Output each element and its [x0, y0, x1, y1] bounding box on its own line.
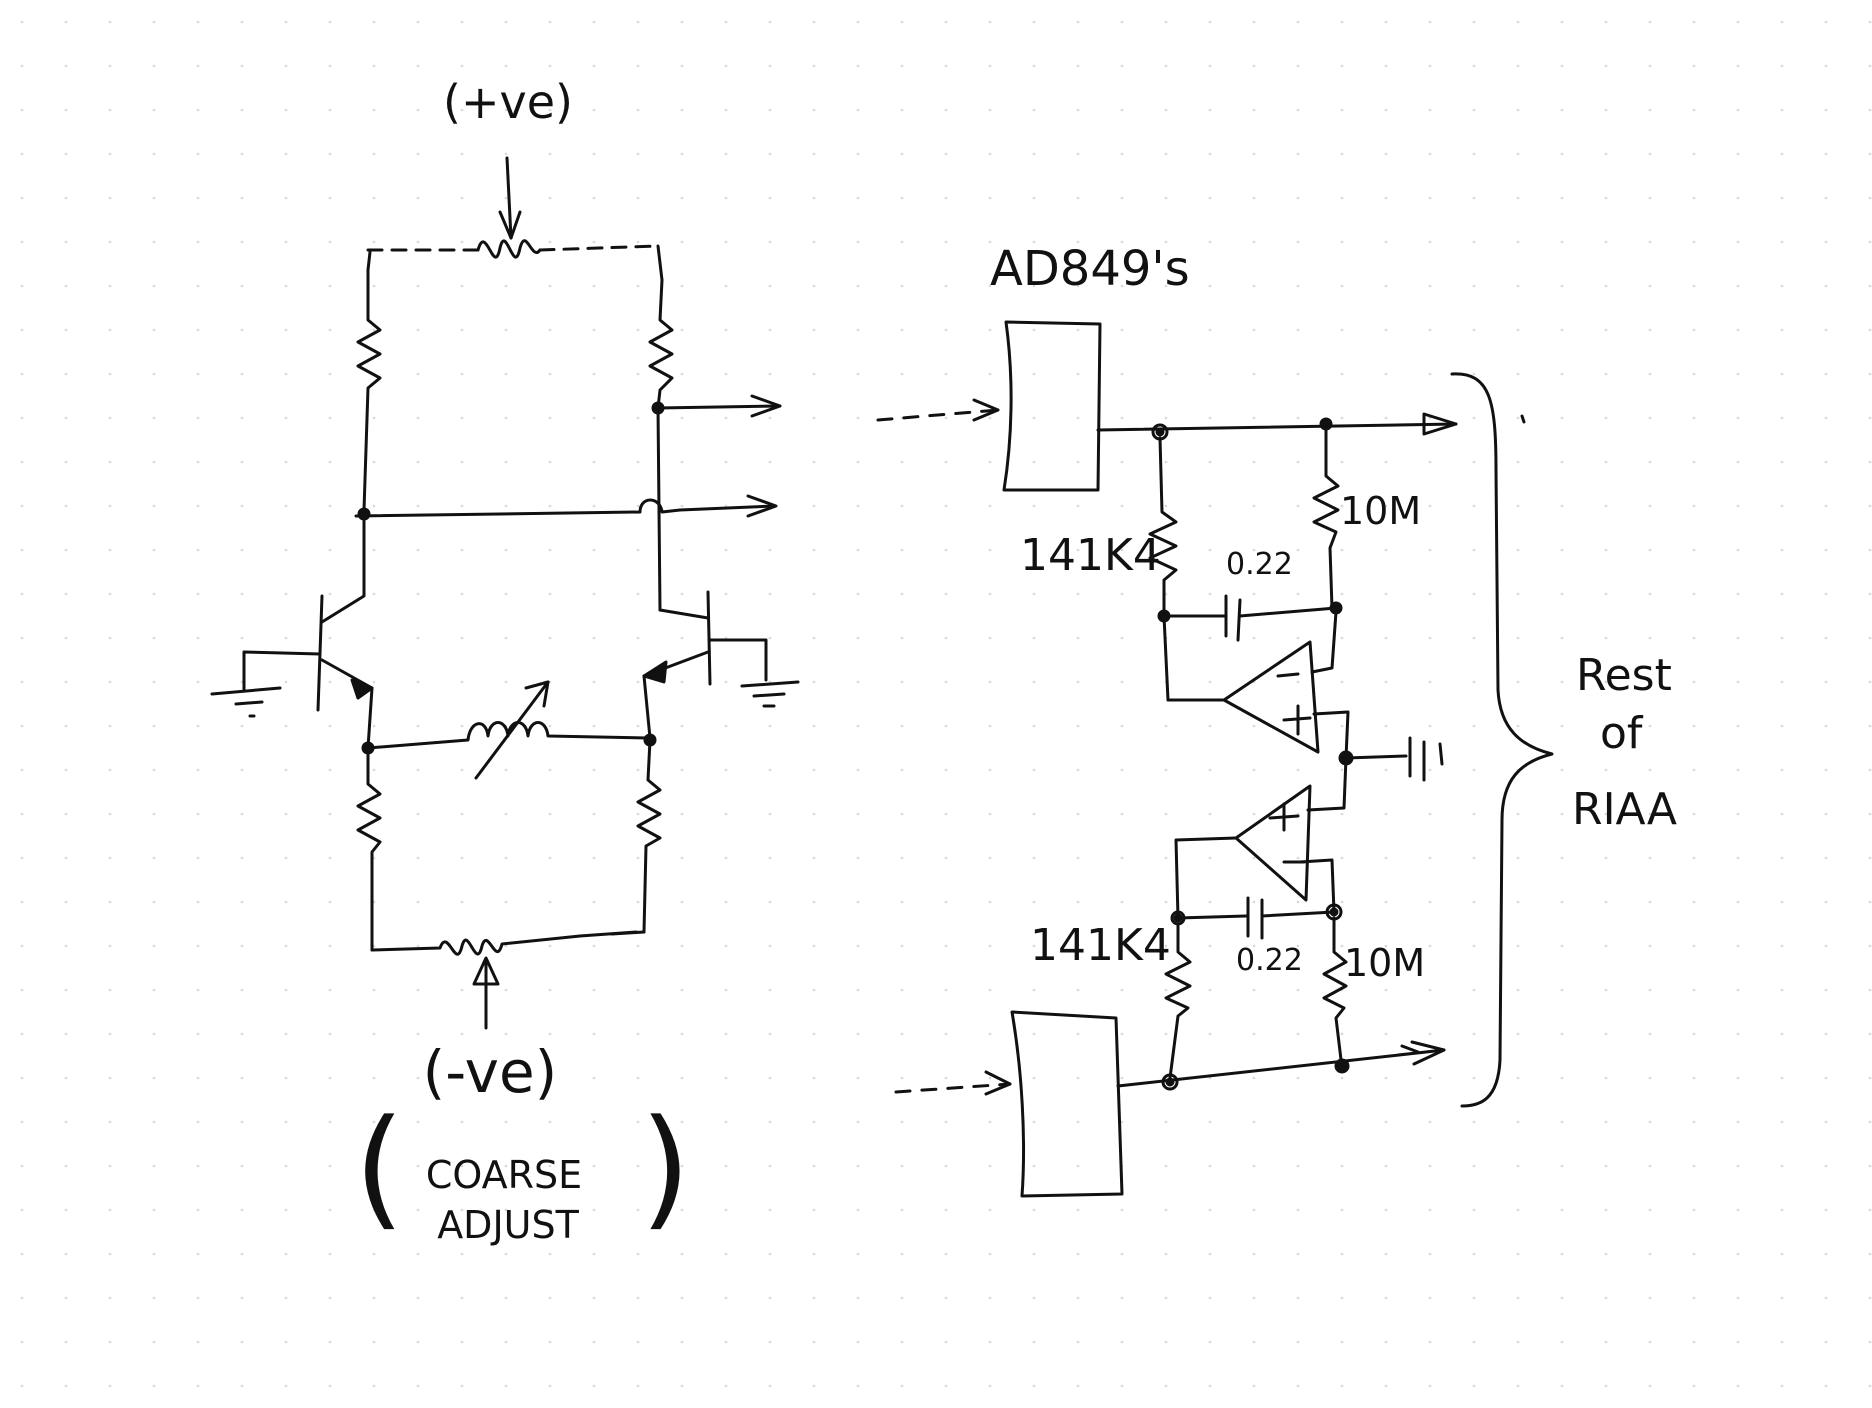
output-2-arrowhead	[746, 494, 778, 518]
dot-grid	[20, 20, 1872, 1388]
left-emitter-resistor	[356, 746, 382, 952]
left-emitter-arrow	[350, 678, 374, 700]
bottom-10m-label: 10M	[1344, 941, 1425, 985]
pos-supply-label: (+ve)	[443, 75, 573, 129]
top-10m-resistor	[1312, 426, 1340, 610]
output-1-arrowhead	[750, 394, 782, 418]
node-bottom-cap-right-dot	[1329, 907, 1339, 917]
top-output-arrowhead	[1422, 412, 1458, 436]
top-opamp-feedback	[1162, 614, 1226, 702]
variable-inductor-arrow	[474, 680, 550, 780]
right-collector-wire	[656, 406, 662, 612]
right-load-resistor	[648, 278, 674, 410]
node-bottom-cap-left-dot	[1173, 913, 1183, 923]
right-transistor-collector	[658, 608, 710, 620]
bottom-rail-cap	[610, 930, 646, 936]
pos-supply-arrowhead	[498, 210, 522, 240]
bottom-opamp-out-link	[1298, 858, 1336, 914]
neg-supply-label: (-ve)	[423, 1038, 558, 1106]
output-1-wire	[656, 404, 782, 410]
bottom-opamp-plus	[1268, 802, 1300, 832]
right-transistor-base	[706, 590, 712, 686]
bias-cap-wire	[1344, 754, 1408, 760]
of-label: of	[1600, 708, 1644, 759]
top-rail-corner-left	[366, 250, 372, 272]
amp-part-label: AD849's	[990, 241, 1190, 297]
top-141k4-resistor	[1148, 436, 1178, 618]
rest-label: Rest	[1576, 650, 1672, 701]
top-opamp	[1222, 640, 1320, 754]
rest-of-riaa-brace	[1450, 372, 1554, 1108]
top-opamp-plus-link	[1312, 710, 1350, 760]
top-output-wire	[1096, 422, 1458, 432]
bottom-opamp	[1234, 784, 1312, 902]
right-ground-symbol	[740, 680, 800, 708]
bottom-141k4-label: 141K4	[1030, 920, 1171, 971]
bottom-rail	[370, 930, 638, 956]
coarse-adjust-open-paren: (	[354, 1091, 405, 1243]
coarse-label: COARSE	[426, 1153, 582, 1197]
top-cap-wire-right	[1238, 606, 1338, 618]
right-emitter-resistor	[636, 738, 662, 934]
bias-cap-ground	[1438, 742, 1444, 766]
bottom-amp-input-arrowhead	[984, 1070, 1012, 1096]
right-base-lead	[708, 638, 768, 682]
riaa-label: RIAA	[1572, 784, 1677, 835]
bottom-amp-input-arrow	[894, 1082, 1012, 1094]
variable-inductor-arrowhead	[524, 680, 550, 708]
top-trim-pot-zigzag	[476, 239, 542, 259]
top-rail-right	[538, 244, 660, 252]
pos-supply-wire	[505, 156, 513, 240]
labels: (+ve) (-ve) ( COARSE ADJUST ) AD849's 14…	[354, 75, 1677, 1247]
node-bottom-b	[1334, 1058, 1350, 1074]
left-base-lead	[242, 650, 322, 692]
bottom-cap-wire-left	[1176, 914, 1248, 920]
left-transistor-collector	[320, 514, 366, 624]
top-amp-input-arrowhead	[972, 398, 1000, 422]
top-cap-plate-2	[1236, 598, 1242, 642]
node-bottom-a	[1161, 1073, 1179, 1091]
bottom-output-arrowhead	[1410, 1040, 1446, 1066]
node-bottom-a-dot	[1165, 1077, 1175, 1087]
node-top-a-dot	[1155, 427, 1165, 437]
bottom-amp-block	[1010, 1010, 1124, 1198]
bottom-opamp-feedback	[1174, 836, 1238, 920]
left-ground-symbol	[210, 686, 282, 718]
right-emitter-lead	[642, 674, 652, 740]
stray-mark	[1520, 414, 1526, 424]
cross-link-wire	[354, 498, 777, 518]
top-amp-block	[1002, 320, 1102, 492]
left-emitter-lead	[366, 686, 374, 750]
bottom-output-tick	[1400, 1044, 1420, 1054]
top-opamp-minus	[1276, 672, 1300, 678]
top-amp-input-arrow	[876, 408, 1000, 422]
neg-supply-arrowhead	[472, 956, 500, 986]
bottom-cap-wire-right	[1260, 910, 1336, 918]
bottom-141k4-resistor	[1164, 922, 1192, 1080]
right-emitter-arrow	[642, 660, 668, 684]
top-rail-corner-right	[656, 244, 664, 282]
top-141k4-label: 141K4	[1020, 530, 1161, 581]
left-load-resistor	[356, 268, 382, 512]
coarse-adjust-close-paren: )	[640, 1091, 691, 1243]
bottom-opamp-plus-link	[1306, 756, 1348, 812]
adjust-label: ADJUST	[437, 1203, 579, 1247]
bottom-10m-resistor	[1322, 916, 1348, 1070]
bottom-cap-value-label: 0.22	[1236, 943, 1303, 978]
top-10m-label: 10M	[1340, 489, 1421, 533]
top-opamp-plus	[1282, 704, 1312, 736]
differential-stage	[210, 156, 800, 1030]
top-opamp-out-link	[1310, 610, 1338, 674]
top-cap-value-label: 0.22	[1226, 547, 1293, 582]
riaa-stage	[876, 320, 1554, 1198]
